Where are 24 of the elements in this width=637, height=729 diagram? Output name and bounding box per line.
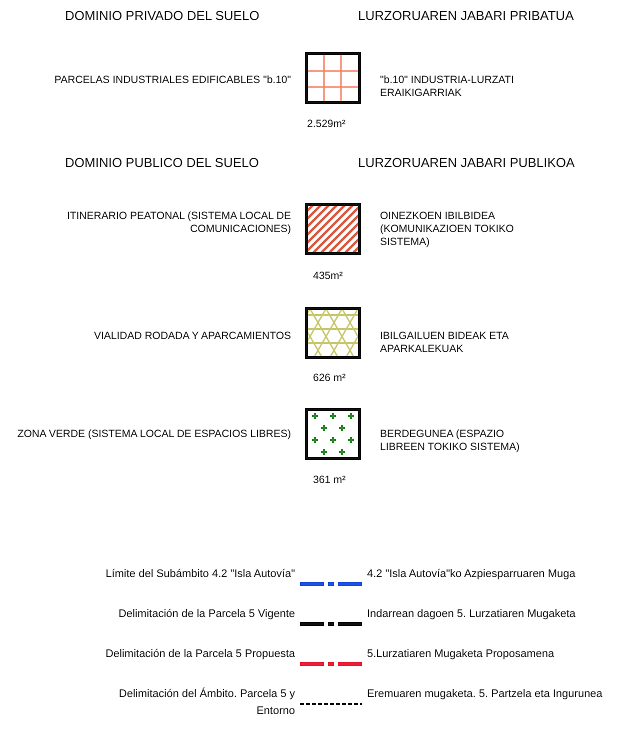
legend-text: OINEZKOEN IBILBIDEA (KOMUNIKAZIOEN TOKIKO SISTEMA) (380, 210, 515, 249)
section-heading: LURZORUAREN JABARI PRIBATUA (358, 8, 574, 23)
section-heading: LURZORUAREN JABARI PUBLIKOA (358, 155, 575, 170)
area-value: 626 m² (313, 372, 346, 385)
legend-text: 5.Lurzatiaren Mugaketa Proposamena (367, 647, 556, 662)
legend-text: PARCELAS INDUSTRIALES EDIFICABLES "b.10" (53, 74, 291, 87)
legend-text: ZONA VERDE (SISTEMA LOCAL DE ESPACIOS LIBRES) (16, 428, 291, 441)
area-value: 2.529m² (307, 118, 346, 131)
legend-text: Delimitación del Ámbito. Parcela 5 y Entorno (118, 686, 295, 719)
legend-text: ITINERARIO PEATONAL (SISTEMA LOCAL DE COMUNICACIONES) (66, 210, 291, 236)
legend-text: 4.2 "Isla Autovía"ko Azpiesparruaren Muga (367, 567, 576, 582)
legend-text: VIALIDAD RODADA Y APARCAMIENTOS (92, 330, 291, 343)
legend-text: Indarrean dagoen 5. Lurzatiaren Mugaketa (367, 607, 577, 622)
area-value: 361 m² (313, 474, 346, 487)
section-heading: DOMINIO PRIVADO DEL SUELO (65, 8, 260, 23)
section-heading: DOMINIO PUBLICO DEL SUELO (65, 155, 259, 170)
legend-text: Límite del Subámbito 4.2 "Isla Autovía" (104, 567, 295, 582)
legend-text: Eremuaren mugaketa. 5. Partzela eta Ingurunea (367, 687, 604, 702)
legend-text: Delimitación de la Parcela 5 Propuesta (104, 647, 295, 662)
area-value: 435m² (313, 270, 343, 283)
legend-text: "b.10" INDUSTRIA-LURZATI ERAIKIGARRIAK (380, 74, 515, 100)
legend-text: BERDEGUNEA (ESPAZIO LIBREEN TOKIKO SISTEMA) (380, 428, 521, 454)
legend-text: IBILGAILUEN BIDEAK ETA APARKALEKUAK (380, 330, 510, 356)
legend-text: Delimitación de la Parcela 5 Vigente (117, 607, 295, 622)
